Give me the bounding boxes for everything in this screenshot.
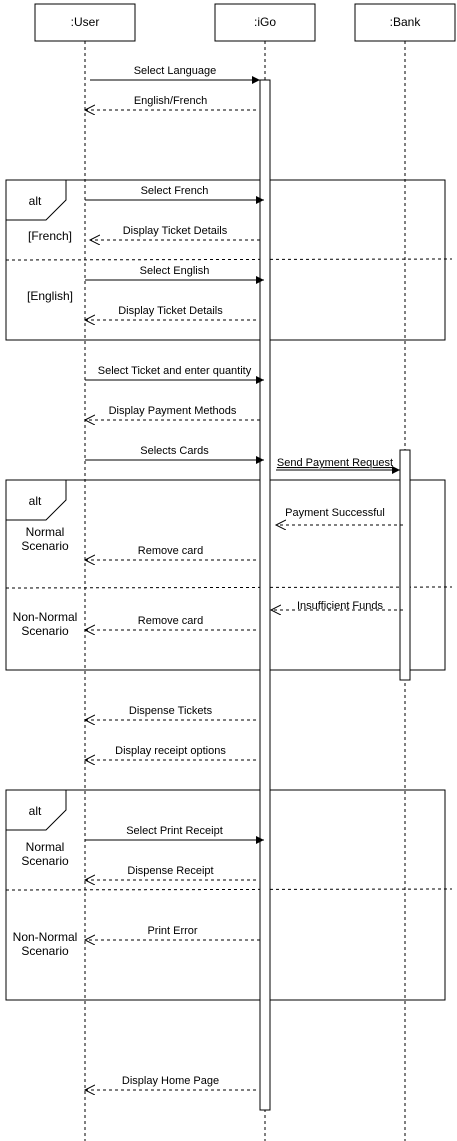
message-label: Selects Cards (140, 445, 209, 457)
message: Select Ticket and enter quantity (85, 365, 264, 384)
message-label: Display Ticket Details (118, 305, 223, 317)
message-label: Display receipt options (115, 745, 226, 757)
fragment-frame (5, 789, 446, 1001)
message-label: Remove card (138, 615, 203, 627)
message: Display Ticket Details (90, 225, 260, 240)
message: Select Language (90, 65, 260, 84)
message-label: English/French (134, 95, 207, 107)
message-label: Insufficient Funds (297, 600, 384, 612)
fragment-separator (5, 586, 453, 589)
message: Payment Successful (276, 507, 403, 525)
participant-igo: :iGo (214, 3, 316, 42)
participant-box (354, 3, 456, 42)
message-label: Display Payment Methods (109, 405, 237, 417)
message: Select English (85, 265, 264, 284)
fragment-frame (5, 479, 446, 671)
message-label: Select Ticket and enter quantity (98, 365, 252, 377)
message-label: Display Home Page (122, 1075, 219, 1087)
message-label: Remove card (138, 545, 203, 557)
fragment-operator: alt (29, 494, 42, 508)
message: Select French (85, 185, 264, 204)
message: Dispense Tickets (85, 705, 256, 720)
message-label: Select English (140, 265, 210, 277)
message-label: Display Ticket Details (123, 225, 228, 237)
participant-bank: :Bank (354, 3, 456, 42)
message-label: Select Language (134, 65, 217, 77)
fragment-operator: alt (29, 194, 42, 208)
fragment-frame (5, 179, 446, 341)
fragment-tab (6, 180, 67, 221)
participant-label: :iGo (254, 15, 276, 29)
message: Display Payment Methods (85, 405, 260, 420)
guard-label: [French] (28, 229, 72, 243)
message: Selects Cards (85, 445, 264, 464)
message-label: Print Error (147, 925, 197, 937)
participant-box (214, 3, 316, 42)
message: English/French (85, 95, 256, 110)
participant-box (34, 3, 136, 42)
activation-bank (399, 449, 411, 681)
fragment-tab (6, 790, 67, 831)
message-label: Send Payment Request (277, 457, 393, 469)
message-label: Select Print Receipt (126, 825, 223, 837)
message: Remove card (85, 545, 256, 560)
message: Remove card (85, 615, 256, 630)
message: Select Print Receipt (85, 825, 264, 844)
alt-fragment: alt [French] [English] (5, 179, 453, 341)
participant-label: :User (71, 15, 100, 29)
message: Send Payment Request (276, 457, 400, 474)
fragment-separator (5, 888, 453, 891)
fragment-operator: alt (29, 804, 42, 818)
activation-igo (259, 79, 271, 1111)
message-label: Select French (141, 185, 209, 197)
fragment-tab (6, 480, 67, 521)
message: Display Ticket Details (85, 305, 256, 320)
guard-label: [English] (27, 289, 73, 303)
message: Print Error (85, 925, 260, 940)
message: Display receipt options (85, 745, 256, 760)
participant-user: :User (34, 3, 136, 42)
message-label: Dispense Tickets (129, 705, 213, 717)
fragment-separator (5, 258, 453, 261)
participant-label: :Bank (390, 15, 422, 29)
message: Dispense Receipt (85, 865, 256, 880)
message-label: Dispense Receipt (127, 865, 213, 877)
message-label: Payment Successful (285, 507, 385, 519)
message: Insufficient Funds (271, 600, 403, 612)
message: Display Home Page (85, 1075, 256, 1090)
